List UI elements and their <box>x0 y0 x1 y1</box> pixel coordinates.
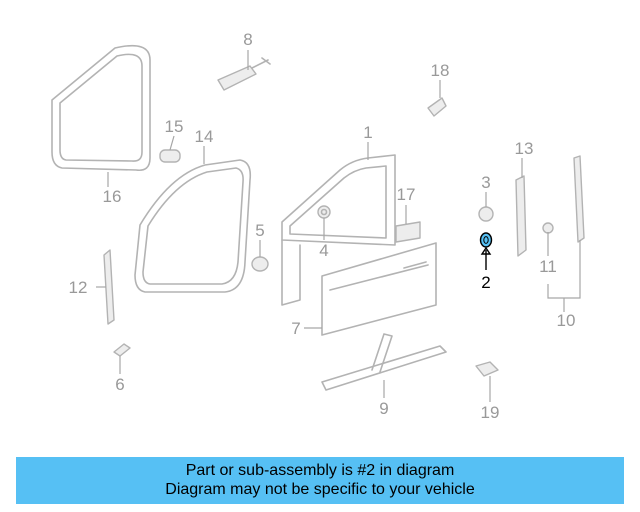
callout-17: 17 <box>397 185 416 204</box>
callout-19: 19 <box>481 403 500 422</box>
callout-7: 7 <box>291 319 300 338</box>
part-14-door-weatherstrip[interactable] <box>134 159 252 293</box>
caption-banner: Part or sub-assembly is #2 in diagram Di… <box>16 457 624 504</box>
part-15-plug[interactable] <box>159 149 181 163</box>
callout-10: 10 <box>557 311 576 330</box>
part-7-outer-panel[interactable] <box>321 242 437 336</box>
part-18-mirror-base[interactable] <box>427 97 447 117</box>
callout-6: 6 <box>115 375 124 394</box>
callout-13: 13 <box>515 139 534 158</box>
callout-8: 8 <box>243 30 252 49</box>
callout-4: 4 <box>319 241 328 260</box>
part-10-vertical-trim[interactable] <box>573 155 585 243</box>
callout-2: 2 <box>481 273 490 292</box>
callout-9: 9 <box>379 399 388 418</box>
leader-lines <box>96 50 581 402</box>
part-12-pillar-trim[interactable] <box>103 249 115 325</box>
part-19-clip[interactable] <box>475 361 499 377</box>
part-11-clip[interactable] <box>542 222 554 234</box>
part-4-bolt[interactable] <box>317 205 331 219</box>
part-8-hinge-pin[interactable] <box>217 57 271 91</box>
callout-labels: 8 18 15 14 1 16 17 3 13 5 4 2 11 12 7 10… <box>69 30 576 422</box>
callout-5: 5 <box>255 221 264 240</box>
part-2-grommet[interactable] <box>479 232 493 248</box>
callout-15: 15 <box>165 117 184 136</box>
part-16-weatherstrip[interactable] <box>51 44 151 172</box>
callout-1: 1 <box>363 123 372 142</box>
callout-3: 3 <box>481 173 490 192</box>
callout-16: 16 <box>103 187 122 206</box>
part-3-nut[interactable] <box>478 206 494 222</box>
callout-18: 18 <box>431 61 450 80</box>
part-5-round-plug[interactable] <box>251 256 269 272</box>
parts-diagram: 8 18 15 14 1 16 17 3 13 5 4 2 11 12 7 10… <box>51 30 585 422</box>
callout-11: 11 <box>539 257 557 276</box>
part-17-label[interactable] <box>395 221 421 243</box>
part-9-rocker-molding[interactable] <box>321 333 447 391</box>
part-6-clip[interactable] <box>113 343 131 357</box>
callout-12: 12 <box>69 278 88 297</box>
callout-14: 14 <box>195 127 214 146</box>
part-1-door-shell[interactable] <box>281 154 396 306</box>
part-13-seal-strip[interactable] <box>515 175 527 257</box>
caption-line-1: Part or sub-assembly is #2 in diagram <box>185 462 455 479</box>
caption-line-2: Diagram may not be specific to your vehi… <box>165 481 475 498</box>
